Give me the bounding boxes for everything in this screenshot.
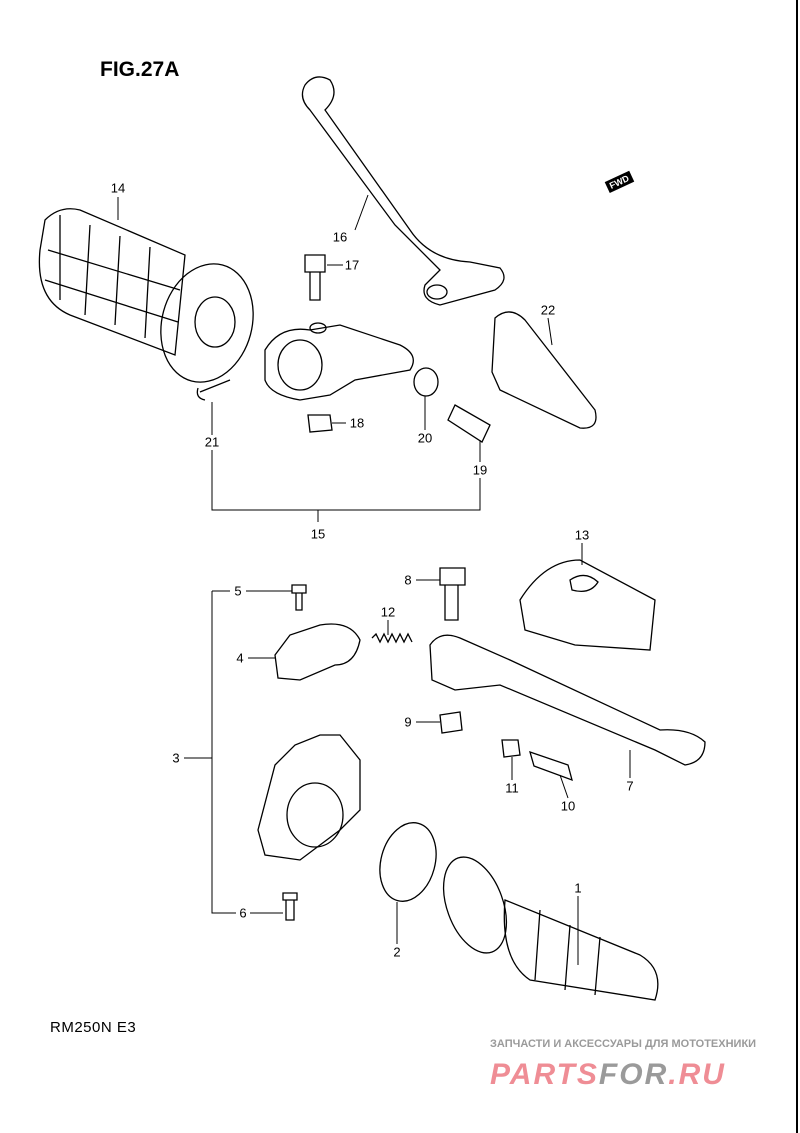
- callout-4: 4: [236, 650, 244, 666]
- callout-10: 10: [560, 798, 576, 814]
- callout-9: 9: [404, 714, 412, 730]
- part-6-screw: [282, 892, 298, 921]
- part-21-screw: [196, 379, 231, 401]
- part-10-bolt: [529, 750, 573, 782]
- part-16-lever: [301, 76, 505, 306]
- part-4-bracket: [274, 623, 361, 681]
- callout-16: 16: [332, 229, 348, 245]
- part-13-cover: [519, 559, 656, 651]
- callout-6: 6: [239, 905, 247, 921]
- callout-7: 7: [626, 778, 634, 794]
- callout-12: 12: [380, 604, 396, 620]
- watermark-logo: PARTSFOR.RU: [490, 1058, 726, 1092]
- callout-21: 21: [204, 434, 220, 450]
- page-border: [796, 0, 798, 1133]
- callout-22: 22: [540, 302, 556, 318]
- part-1-grip: [442, 856, 659, 1001]
- part-19-adjuster: [447, 404, 491, 443]
- part-3-housing-bore: [286, 782, 344, 848]
- callout-11: 11: [505, 780, 519, 796]
- part-5-screw: [291, 584, 307, 611]
- part-15-perch: [264, 322, 414, 401]
- part-22-cover: [491, 311, 597, 429]
- part-14-grip: [38, 208, 254, 383]
- model-code: RM250N E3: [50, 1019, 137, 1036]
- callout-17: 17: [344, 257, 360, 273]
- part-12-spring: [371, 632, 413, 644]
- figure-title: FIG.27A: [100, 58, 180, 81]
- callout-19: 19: [472, 462, 488, 478]
- callout-5: 5: [234, 583, 242, 599]
- callout-1: 1: [574, 880, 582, 896]
- watermark-brand-3: .RU: [668, 1058, 726, 1091]
- callout-15: 15: [310, 526, 326, 542]
- callout-18: 18: [349, 415, 365, 431]
- watermark-brand-1: PARTS: [490, 1058, 599, 1091]
- part-11-nut: [501, 739, 521, 758]
- callout-14: 14: [110, 180, 126, 196]
- watermark-tagline: ЗАПЧАСТИ И АКСЕССУАРЫ ДЛЯ МОТОТЕХНИКИ: [490, 1038, 757, 1050]
- callout-13: 13: [574, 527, 590, 543]
- part-8-bolt: [439, 567, 466, 621]
- part-7-lever: [429, 634, 706, 766]
- part-18-nut: [307, 414, 333, 433]
- part-17-bolt: [304, 254, 326, 301]
- watermark-brand-2: FOR: [598, 1058, 669, 1091]
- part-3-housing: [257, 734, 361, 861]
- callout-8: 8: [404, 572, 412, 588]
- callout-2: 2: [393, 944, 401, 960]
- callout-3: 3: [172, 750, 180, 766]
- part-2-ring: [379, 822, 437, 902]
- leader-lines: [117, 194, 631, 965]
- callout-20: 20: [417, 430, 433, 446]
- part-9-nut: [439, 711, 463, 734]
- part-20-locknut: [413, 367, 439, 397]
